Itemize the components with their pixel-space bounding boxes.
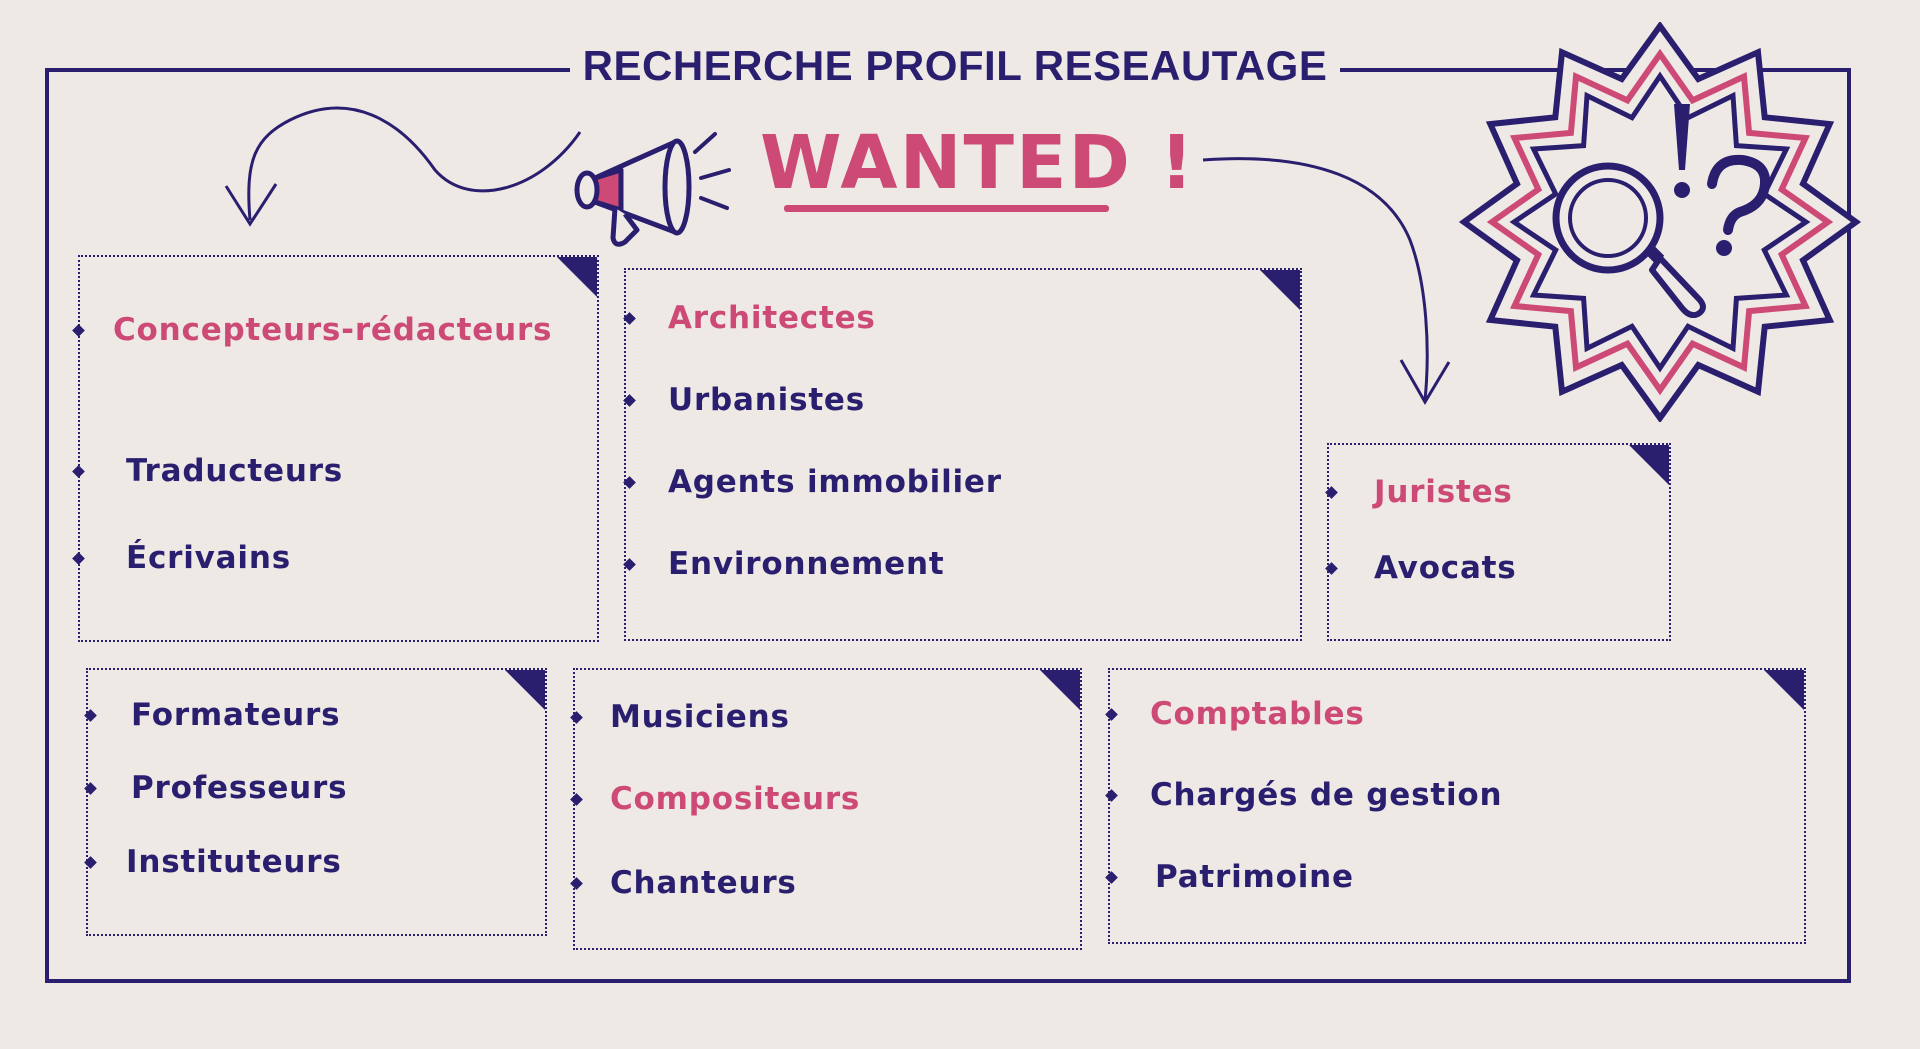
wanted-underline bbox=[784, 205, 1109, 212]
group-box bbox=[86, 668, 547, 936]
arrow-left-icon bbox=[224, 106, 582, 227]
group-item: Juristes bbox=[1374, 474, 1513, 510]
group-item: Chanteurs bbox=[610, 865, 797, 901]
megaphone-icon bbox=[574, 132, 731, 247]
magnifier-icon bbox=[1552, 162, 1706, 318]
corner-tab bbox=[557, 257, 597, 297]
group-item: Chargés de gestion bbox=[1150, 777, 1503, 813]
group-item: Traducteurs bbox=[126, 453, 344, 489]
group-box bbox=[1327, 443, 1671, 641]
group-item: Avocats bbox=[1374, 550, 1517, 586]
corner-tab bbox=[1040, 670, 1080, 710]
group-item: Compositeurs bbox=[610, 781, 861, 817]
group-item: Comptables bbox=[1150, 696, 1365, 732]
group-item: Urbanistes bbox=[668, 382, 866, 418]
group-item: Patrimoine bbox=[1155, 859, 1354, 895]
group-item: Agents immobilier bbox=[668, 464, 1002, 500]
group-item: Instituteurs bbox=[126, 844, 342, 880]
group-box bbox=[573, 668, 1082, 950]
group-item: Formateurs bbox=[131, 697, 341, 733]
corner-tab bbox=[1764, 670, 1804, 710]
group-box bbox=[1108, 668, 1806, 944]
group-item: Professeurs bbox=[131, 770, 348, 806]
poster-title: RECHERCHE PROFIL RESEAUTAGE bbox=[570, 40, 1340, 92]
group-item: Écrivains bbox=[126, 540, 291, 576]
corner-tab bbox=[505, 670, 545, 710]
group-item: Concepteurs-rédacteurs bbox=[113, 312, 553, 348]
group-box bbox=[78, 255, 599, 642]
group-item: Architectes bbox=[668, 300, 876, 336]
group-item: Musiciens bbox=[610, 699, 790, 735]
arrow-right-icon bbox=[1202, 157, 1451, 405]
exclamation-icon bbox=[1674, 104, 1690, 198]
group-item: Environnement bbox=[668, 546, 945, 582]
corner-tab bbox=[1629, 445, 1669, 485]
question-icon bbox=[1707, 154, 1770, 256]
group-box bbox=[624, 268, 1302, 641]
corner-tab bbox=[1260, 270, 1300, 310]
wanted-heading: WANTED ! bbox=[760, 120, 1196, 206]
